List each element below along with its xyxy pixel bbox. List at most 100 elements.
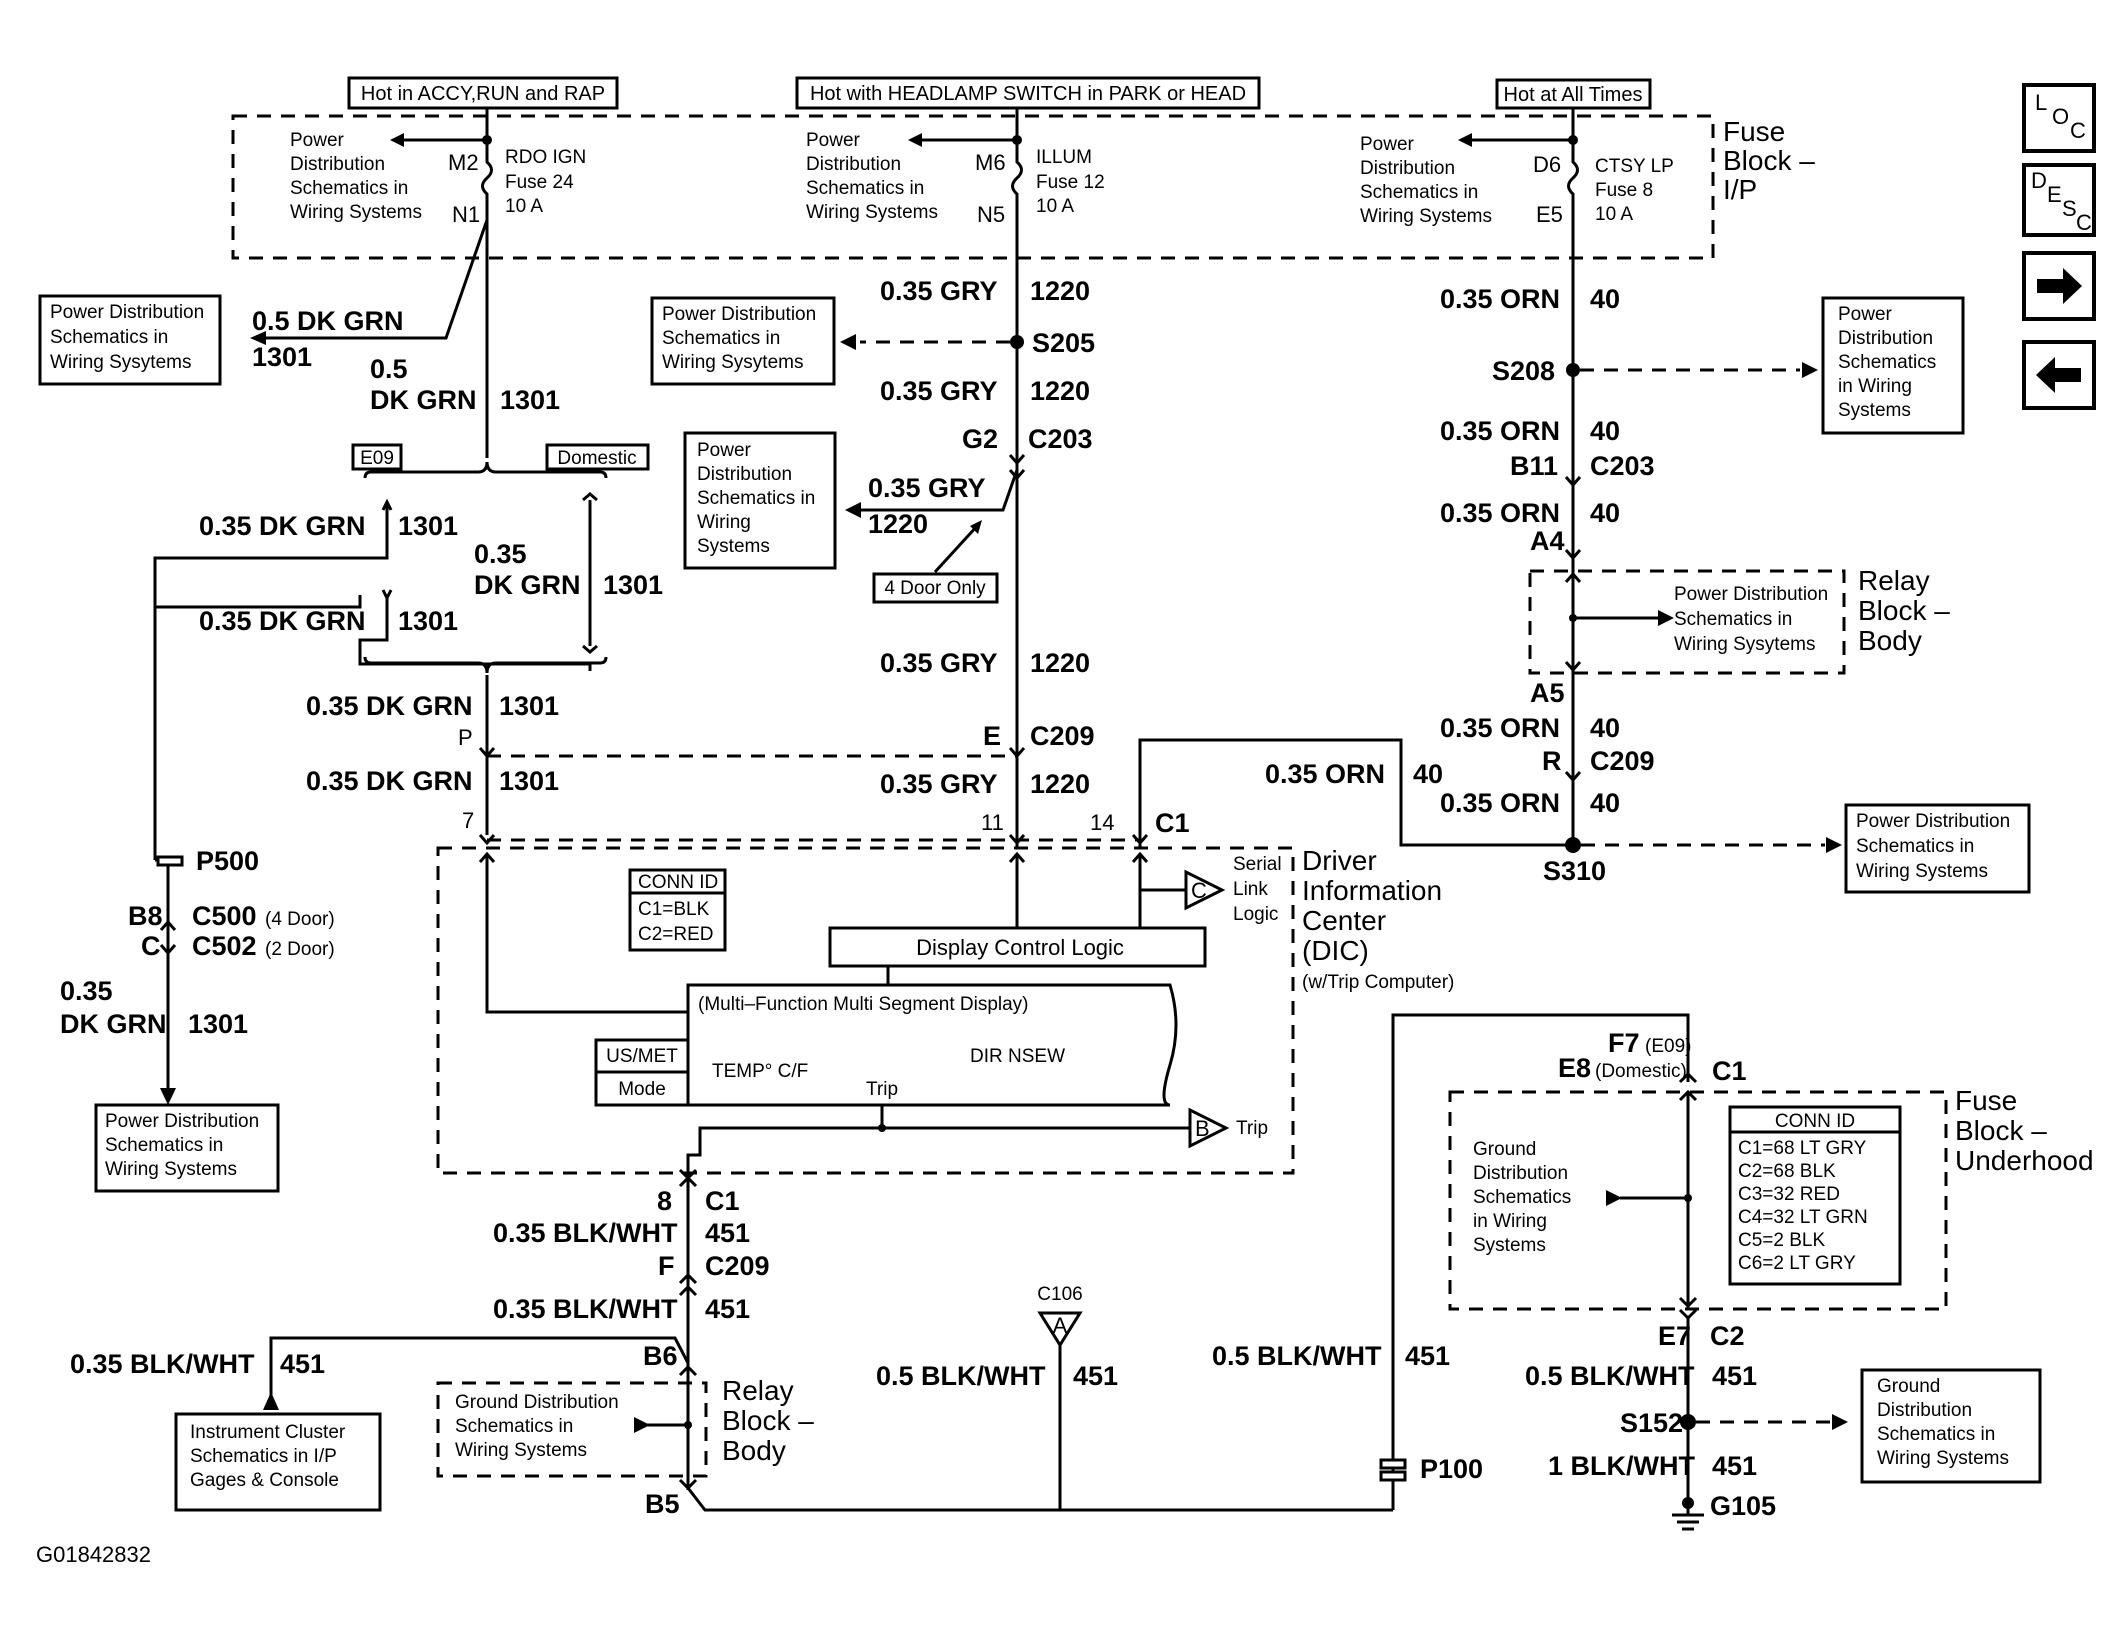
- svg-text:1220: 1220: [1030, 648, 1090, 678]
- prev-arrow-button[interactable]: [2022, 340, 2096, 410]
- arrow-right-icon: [2037, 268, 2082, 304]
- svg-text:451: 451: [280, 1349, 325, 1379]
- svg-text:0.5 BLK/WHT: 0.5 BLK/WHT: [1212, 1341, 1382, 1371]
- svg-text:40: 40: [1590, 284, 1620, 314]
- svg-text:C4=32 LT GRN: C4=32 LT GRN: [1738, 1207, 1868, 1228]
- svg-text:C1: C1: [705, 1186, 740, 1216]
- relay-block-body-bottom: [436, 1381, 708, 1478]
- svg-text:0.35 GRY: 0.35 GRY: [880, 276, 998, 306]
- svg-text:A5: A5: [1530, 678, 1565, 708]
- svg-text:Block –: Block –: [1955, 1115, 2047, 1146]
- svg-text:D6: D6: [1533, 152, 1561, 177]
- svg-text:40: 40: [1413, 759, 1443, 789]
- svg-text:P100: P100: [1420, 1454, 1483, 1484]
- svg-text:0.35 GRY: 0.35 GRY: [880, 376, 998, 406]
- svg-text:1 BLK/WHT: 1 BLK/WHT: [1548, 1451, 1695, 1481]
- svg-text:O: O: [2052, 104, 2069, 129]
- svg-text:10 A: 10 A: [505, 196, 543, 217]
- svg-text:C209: C209: [1590, 746, 1655, 776]
- svg-text:CONN ID: CONN ID: [1775, 1111, 1855, 1132]
- svg-text:E09: E09: [360, 448, 394, 469]
- option-domestic: Domestic: [545, 443, 650, 471]
- svg-text:C: C: [2070, 118, 2086, 143]
- usmet-button: US/MET: [594, 1038, 690, 1074]
- pds-box-s205: Power Distribution Schematics in Wiring …: [650, 296, 836, 386]
- svg-text:Gages & Console: Gages & Console: [190, 1470, 339, 1491]
- fuse-24: [481, 142, 493, 214]
- svg-text:L: L: [2035, 90, 2047, 115]
- svg-text:8: 8: [657, 1186, 672, 1216]
- svg-text:Mode: Mode: [618, 1079, 666, 1100]
- svg-text:Link: Link: [1233, 879, 1268, 900]
- svg-text:Serial: Serial: [1233, 854, 1282, 875]
- svg-text:Power: Power: [697, 440, 752, 461]
- svg-text:Wiring Systems: Wiring Systems: [806, 202, 938, 223]
- svg-text:0.35 ORN: 0.35 ORN: [1440, 416, 1560, 446]
- svg-text:Schematics: Schematics: [1838, 352, 1936, 373]
- svg-text:B: B: [1195, 1116, 1210, 1141]
- svg-text:Wiring Sysytems: Wiring Sysytems: [50, 352, 191, 373]
- option-e09: E09: [351, 443, 403, 471]
- svg-text:US/MET: US/MET: [606, 1046, 678, 1067]
- svg-text:Power Distribution: Power Distribution: [1674, 584, 1828, 605]
- svg-text:0.35 ORN: 0.35 ORN: [1265, 759, 1385, 789]
- splice-s152: [1680, 1414, 1696, 1430]
- splice-s205: [1010, 335, 1024, 349]
- svg-text:C209: C209: [705, 1251, 770, 1281]
- svg-text:Logic: Logic: [1233, 904, 1278, 925]
- svg-text:Schematics in: Schematics in: [1877, 1424, 1995, 1445]
- svg-text:Power Distribution: Power Distribution: [50, 302, 204, 323]
- svg-text:1301: 1301: [398, 511, 458, 541]
- svg-text:0.35 ORN: 0.35 ORN: [1440, 713, 1560, 743]
- loc-button[interactable]: L O C: [2022, 83, 2096, 153]
- svg-text:Display Control Logic: Display Control Logic: [916, 935, 1124, 960]
- svg-text:Schematics in: Schematics in: [697, 488, 815, 509]
- svg-text:Driver: Driver: [1302, 845, 1377, 876]
- svg-text:1301: 1301: [603, 570, 663, 600]
- desc-button[interactable]: D E S C: [2022, 163, 2096, 237]
- svg-text:B8: B8: [128, 901, 163, 931]
- svg-text:0.35 BLK/WHT: 0.35 BLK/WHT: [70, 1349, 255, 1379]
- svg-text:Fuse: Fuse: [1723, 116, 1785, 147]
- relay-block-body-top: [1528, 569, 1846, 675]
- svg-text:0.5 BLK/WHT: 0.5 BLK/WHT: [1525, 1361, 1695, 1391]
- svg-text:Distribution: Distribution: [697, 464, 792, 485]
- svg-text:0.35 GRY: 0.35 GRY: [880, 648, 998, 678]
- svg-text:CTSY LP: CTSY LP: [1595, 156, 1674, 177]
- svg-text:0.35 BLK/WHT: 0.35 BLK/WHT: [493, 1218, 678, 1248]
- svg-text:S310: S310: [1543, 856, 1606, 886]
- svg-text:Block –: Block –: [722, 1405, 814, 1436]
- svg-text:Trip: Trip: [866, 1079, 898, 1100]
- svg-text:C3=32 RED: C3=32 RED: [1738, 1184, 1840, 1205]
- svg-text:40: 40: [1590, 498, 1620, 528]
- svg-text:40: 40: [1590, 713, 1620, 743]
- svg-text:0.35: 0.35: [60, 976, 113, 1006]
- svg-text:Domestic: Domestic: [557, 448, 636, 469]
- svg-text:S: S: [2062, 196, 2077, 221]
- svg-text:Wiring Systems: Wiring Systems: [105, 1159, 237, 1180]
- svg-text:Information: Information: [1302, 875, 1442, 906]
- svg-text:(2 Door): (2 Door): [265, 939, 335, 960]
- relay-block-body-bottom-label: Relay Block – Body: [722, 1375, 814, 1466]
- svg-text:Ground: Ground: [1877, 1376, 1940, 1397]
- svg-text:Wiring Systems: Wiring Systems: [1877, 1448, 2009, 1469]
- fuse-block-ip-label: Fuse Block – I/P: [1723, 116, 1815, 205]
- svg-text:0.35: 0.35: [474, 539, 527, 569]
- svg-text:0.5 DK GRN: 0.5 DK GRN: [252, 306, 404, 336]
- svg-text:0.35 DK GRN: 0.35 DK GRN: [306, 691, 473, 721]
- svg-text:Underhood: Underhood: [1955, 1145, 2094, 1176]
- svg-text:1220: 1220: [1030, 376, 1090, 406]
- svg-text:10 A: 10 A: [1595, 204, 1633, 225]
- svg-text:Schematics in I/P: Schematics in I/P: [190, 1446, 337, 1467]
- svg-text:14: 14: [1090, 810, 1114, 835]
- next-arrow-button[interactable]: [2022, 251, 2096, 321]
- svg-text:0.35 BLK/WHT: 0.35 BLK/WHT: [493, 1294, 678, 1324]
- svg-text:Block –: Block –: [1858, 595, 1950, 626]
- gds-fuse-text: Ground Distribution Schematics in Wiring…: [1473, 1139, 1571, 1256]
- svg-text:G105: G105: [1710, 1491, 1776, 1521]
- svg-text:G2: G2: [962, 424, 998, 454]
- svg-text:C1: C1: [1155, 808, 1190, 838]
- svg-text:Block –: Block –: [1723, 145, 1815, 176]
- svg-text:1301: 1301: [252, 342, 312, 372]
- ref-b-triangle: [1188, 1107, 1230, 1149]
